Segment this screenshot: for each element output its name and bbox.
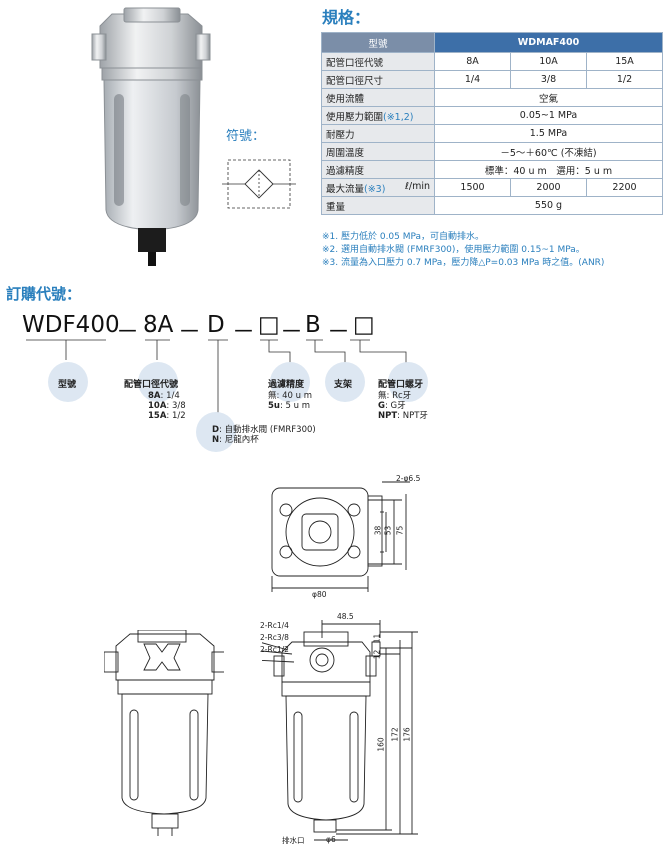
- group-label-filter: 過濾精度: [268, 380, 305, 390]
- drain-label: 排水口: [282, 836, 305, 845]
- group-label-port: 配管口徑代號: [124, 380, 179, 390]
- code-dash: －: [232, 319, 255, 345]
- filter-symbol: [222, 159, 296, 209]
- spec-label: 使用流體: [321, 88, 435, 107]
- spec-row: 使用流體 空氣: [321, 88, 663, 107]
- filter-options: 無: 40 u m 5u: 5 u m: [268, 391, 312, 411]
- note: ※1. 壓力低於 0.05 MPa，可自動排水。: [322, 232, 485, 242]
- spec-value: 15A: [586, 52, 663, 71]
- bubble-drain: [196, 412, 236, 452]
- spec-row: 配管口徑尺寸 1/4 3/8 1/2: [321, 70, 663, 89]
- spec-notes: ※1. 壓力低於 0.05 MPa，可自動排水。 ※2. 選用自動排水閥 (FM…: [322, 231, 604, 270]
- spec-row: 重量 550 g: [321, 196, 663, 215]
- spec-label: 最大流量(※3) ℓ/min: [321, 178, 435, 197]
- spec-label: 配管口徑尺寸: [321, 70, 435, 89]
- code-dash: －: [116, 319, 139, 345]
- code-bracket: B: [305, 312, 321, 338]
- order-title: 訂購代號：: [6, 285, 82, 303]
- spec-row: 周圍溫度 －5～＋60℃ (不凍結): [321, 142, 663, 161]
- spec-value: 1500: [434, 178, 511, 197]
- bubble-model: [48, 362, 88, 402]
- note: ※2. 選用自動排水閥 (FMRF300)，使用壓力範圍 0.15~1 MPa。: [322, 245, 585, 255]
- spec-row: 配管口徑代號 8A 10A 15A: [321, 52, 663, 71]
- front-view-drawing: [104, 630, 224, 836]
- dim-6: φ6: [326, 835, 336, 844]
- code-port: 8A: [143, 312, 174, 338]
- code-filter: □: [258, 312, 280, 338]
- dim-176: 176: [402, 727, 412, 742]
- bubble-bracket: [325, 362, 365, 402]
- spec-value: 1/4: [434, 70, 511, 89]
- dim-172: 172: [390, 727, 400, 742]
- spec-value: 550 g: [434, 196, 663, 215]
- port-options: 8A: 1/4 10A: 3/8 15A: 1/2: [148, 391, 186, 421]
- spec-value: 2200: [586, 178, 663, 197]
- side-view-drawing: [262, 620, 418, 841]
- note: ※3. 流量為入口壓力 0.7 MPa，壓力降△P=0.03 MPa 時之值。(…: [322, 258, 605, 268]
- spec-header-row: 型號 WDMAF400: [321, 32, 663, 53]
- code-dash: －: [178, 319, 201, 345]
- spec-header-label: 型號: [321, 32, 435, 53]
- spec-row: 耐壓力 1.5 MPa: [321, 124, 663, 143]
- thread-options: 無: Rc牙 G: G牙 NPT: NPT牙: [378, 391, 428, 421]
- spec-label: 重量: [321, 196, 435, 215]
- group-label-thread: 配管口螺牙: [378, 380, 424, 390]
- dim-485: 48.5: [337, 612, 354, 621]
- dim-12: 12: [372, 649, 382, 660]
- dim-port-1: 2-Rc1/4: [260, 621, 289, 630]
- spec-label: 周圍溫度: [321, 142, 435, 161]
- spec-value: 8A: [434, 52, 511, 71]
- spec-value: 1/2: [586, 70, 663, 89]
- spec-value: 標準：40 u m 選用：5 u m: [434, 160, 663, 179]
- spec-value: 10A: [510, 52, 587, 71]
- dim-port-2: 2-Rc3/8: [260, 633, 289, 642]
- product-photo: [91, 7, 211, 266]
- spec-row: 使用壓力範圍(※1,2) 0.05~1 MPa: [321, 106, 663, 125]
- group-label-bracket: 支架: [334, 380, 353, 390]
- code-dash: －: [280, 319, 303, 345]
- dim-80: φ80: [312, 590, 327, 599]
- top-view-drawing: [271, 481, 410, 592]
- group-label-model: 型號: [58, 380, 77, 390]
- spec-label: 配管口徑代號: [321, 52, 435, 71]
- spec-value: 3/8: [510, 70, 587, 89]
- dim-port-3: 2-Rc1/2: [260, 645, 289, 654]
- code-drain: D: [207, 312, 225, 338]
- spec-value: 空氣: [434, 88, 663, 107]
- bubble-filter: [270, 362, 310, 402]
- bubble-thread: [388, 362, 428, 402]
- dim-11: 11: [372, 633, 382, 644]
- spec-label: 使用壓力範圍(※1,2): [321, 106, 435, 125]
- spec-row: 最大流量(※3) ℓ/min 1500 2000 2200: [321, 178, 663, 197]
- spec-label: 過濾精度: [321, 160, 435, 179]
- drain-options: D: 自動排水閥 (FMRF300) N: 尼龍內杯: [212, 425, 316, 445]
- spec-value: 1.5 MPa: [434, 124, 663, 143]
- dim-38: 38: [373, 525, 383, 536]
- code-dash: －: [327, 319, 350, 345]
- dim-160: 160: [376, 737, 386, 752]
- dim-holes: 2-φ6.5: [396, 474, 421, 483]
- spec-model: WDMAF400: [434, 32, 663, 53]
- symbol-label: 符號：: [226, 129, 266, 144]
- spec-value: －5～＋60℃ (不凍結): [434, 142, 663, 161]
- bubble-port: [138, 362, 178, 402]
- code-model: WDF400: [22, 312, 120, 338]
- spec-value: 0.05~1 MPa: [434, 106, 663, 125]
- spec-title: 規格：: [322, 8, 371, 27]
- spec-value: 2000: [510, 178, 587, 197]
- spec-row: 過濾精度 標準：40 u m 選用：5 u m: [321, 160, 663, 179]
- code-thread: □: [353, 312, 375, 338]
- dim-75: 75: [395, 525, 405, 536]
- dim-53: 53: [383, 525, 393, 536]
- spec-label: 耐壓力: [321, 124, 435, 143]
- spec-table: 型號 WDMAF400 配管口徑代號 8A 10A 15A 配管口徑尺寸 1/4…: [321, 32, 663, 215]
